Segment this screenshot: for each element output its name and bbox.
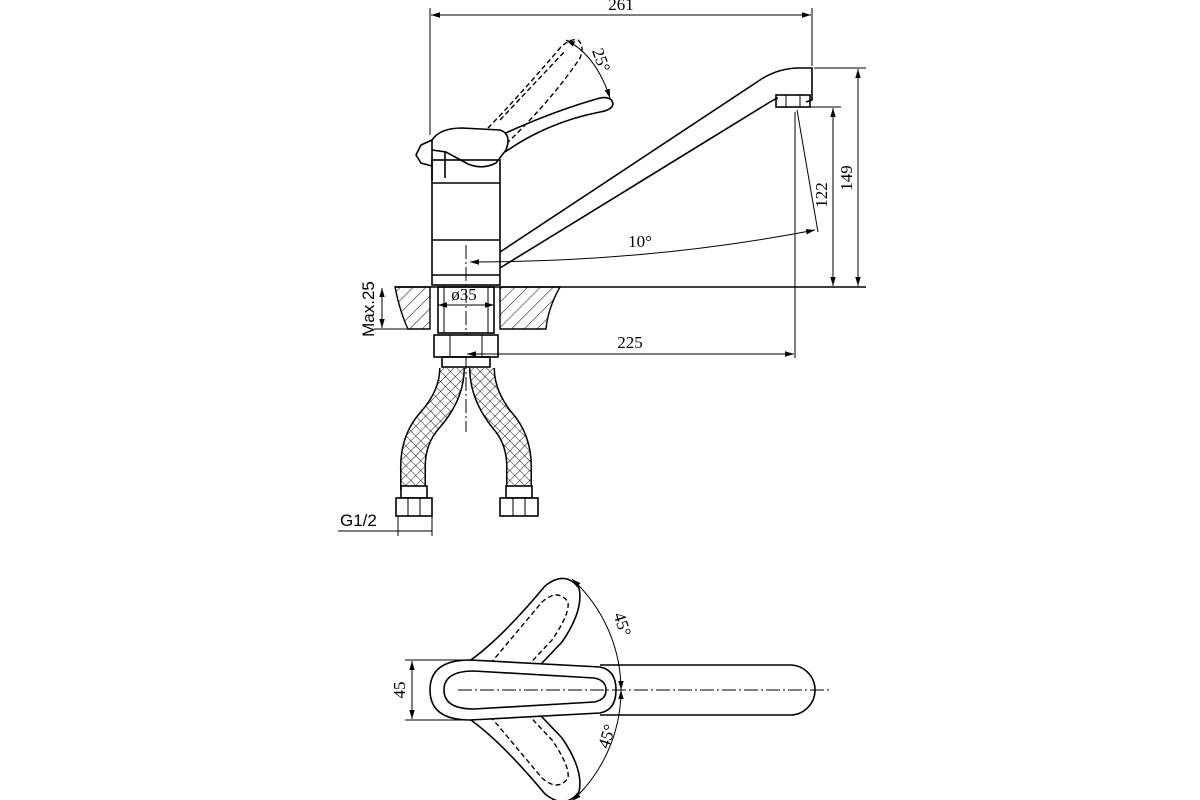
dimension-spout-height: 122	[802, 106, 841, 286]
dimension-overall-length: 261	[429, 0, 813, 135]
rotation-angle-lower-label: 45°	[594, 722, 619, 751]
counter-section	[394, 286, 562, 330]
swivel-angle-label: 10°	[628, 232, 652, 251]
lever-raised-position	[487, 38, 583, 146]
dimension-counter-thickness: Max.25	[359, 281, 408, 337]
hose-right	[470, 367, 531, 490]
spout-height-label: 122	[812, 182, 831, 208]
counter-thickness-label: Max.25	[359, 281, 378, 337]
dimension-total-height: 149	[814, 67, 866, 286]
handle-width-label: 45	[390, 682, 409, 699]
fitting-nut-right	[499, 497, 539, 517]
lever-side-view	[415, 38, 614, 180]
spout-side-view	[499, 67, 813, 269]
total-height-label: 149	[837, 165, 856, 191]
hose-left	[401, 367, 464, 490]
lever-cap	[431, 127, 509, 180]
dimension-swivel-angle: 10°	[469, 109, 819, 265]
overall-length-label: 261	[608, 0, 634, 14]
lever-arm	[494, 96, 614, 153]
lever-cap-detail	[415, 139, 433, 167]
flexible-hoses	[399, 367, 533, 490]
handle-top-view	[429, 659, 617, 721]
hose-fittings	[395, 485, 539, 517]
aerator	[775, 94, 811, 108]
dimension-spout-reach: 225	[467, 112, 796, 358]
connection-thread-label: G1/2	[340, 511, 377, 530]
dimension-handle-width: 45	[390, 659, 468, 721]
hole-diameter-label: ø35	[451, 285, 477, 304]
fitting-nut-left	[395, 497, 433, 517]
dimension-hole-diameter: ø35	[438, 285, 494, 308]
rotation-angle-upper-label: 45°	[610, 610, 635, 639]
lever-angle-label: 25°	[588, 46, 614, 75]
dimension-connection-thread: G1/2	[338, 511, 433, 536]
faucet-body	[431, 159, 501, 286]
spout-reach-label: 225	[617, 333, 643, 352]
